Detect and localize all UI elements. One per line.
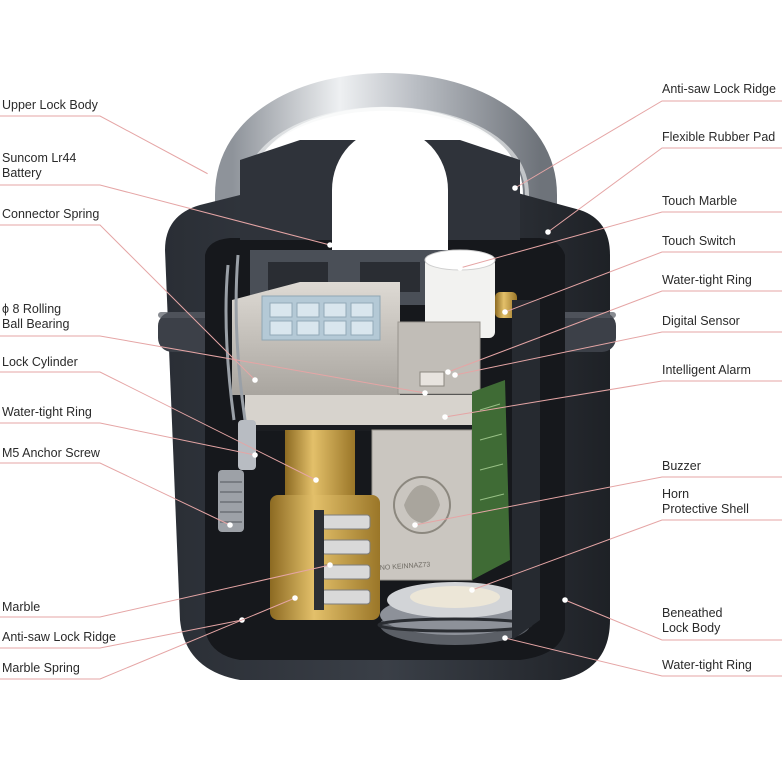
- leader-battery-dot: [327, 242, 333, 248]
- label-anchor-screw: M5 Anchor Screw: [2, 446, 100, 460]
- leader-marble-dot: [327, 562, 333, 568]
- leader-intelligent-alarm: [444, 380, 782, 418]
- leader-marble-spring: [0, 597, 296, 680]
- label-beneathed-lock-body: Beneathed Lock Body: [662, 606, 723, 635]
- label-connector-spring: Connector Spring: [2, 207, 100, 221]
- leader-marble: [0, 564, 331, 618]
- leader-touch-switch-dot: [502, 309, 508, 315]
- shackle: [215, 73, 557, 287]
- label-water-tight-ring-right-top: Water-tight Ring: [662, 273, 752, 287]
- leader-lines: [0, 100, 782, 680]
- label-lock-cylinder: Lock Cylinder: [2, 355, 78, 369]
- label-digital-sensor: Digital Sensor: [662, 314, 740, 328]
- label-touch-switch: Touch Switch: [662, 234, 736, 248]
- right-inner-wall: [512, 300, 540, 640]
- touch-switch-part: [425, 258, 495, 338]
- pcb-board: [472, 380, 510, 580]
- label-water-tight-ring-right-bottom: Water-tight Ring: [662, 658, 752, 672]
- label-touch-marble: Touch Marble: [662, 194, 738, 208]
- leader-water-tight-ring-left-dot: [252, 452, 258, 458]
- label-marble-spring: Marble Spring: [2, 661, 80, 675]
- leader-buzzer-dot: [412, 522, 418, 528]
- leader-horn-protective-shell: [471, 519, 782, 591]
- label-water-tight-ring-left: Water-tight Ring: [2, 405, 92, 419]
- leader-water-tight-ring-right-top: [447, 290, 782, 373]
- leader-beneathed-lock-body: [564, 599, 782, 641]
- label-anti-saw-lock-ridge-left: Anti-saw Lock Ridge: [2, 630, 116, 644]
- label-rolling-ball-bearing: ϕ 8 Rolling Ball Bearing: [2, 302, 70, 331]
- leader-water-tight-ring-right-bottom-dot: [502, 635, 508, 641]
- leader-buzzer: [414, 476, 782, 526]
- leader-water-tight-ring-right-bottom: [504, 637, 782, 677]
- brass-knob: [495, 292, 517, 318]
- leader-connector-spring-dot: [252, 377, 258, 383]
- leader-battery: [0, 184, 331, 246]
- module-base-plate: [245, 395, 495, 425]
- lion-emblem: [393, 476, 451, 534]
- leader-upper-lock-body: [0, 115, 211, 176]
- leader-anti-saw-lock-ridge-left: [0, 619, 243, 649]
- leader-marble-spring-dot: [292, 595, 298, 601]
- leader-digital-sensor: [454, 331, 782, 376]
- leader-touch-marble: [459, 211, 782, 269]
- leader-digital-sensor-dot: [452, 372, 458, 378]
- label-buzzer: Buzzer: [662, 459, 701, 473]
- leader-flexible-rubber-pad: [547, 147, 782, 233]
- leader-anti-saw-lock-ridge-right-dot: [512, 185, 518, 191]
- leader-anti-saw-lock-ridge-right: [514, 100, 782, 189]
- leader-connector-spring: [0, 224, 256, 381]
- batteries: [269, 302, 374, 336]
- label-upper-lock-body: Upper Lock Body: [2, 98, 98, 112]
- label-anti-saw-lock-ridge-right: Anti-saw Lock Ridge: [662, 82, 776, 96]
- anchor-screw-part: [218, 470, 244, 532]
- leader-rolling-ball-bearing-dot: [422, 390, 428, 396]
- marble-pins: [321, 514, 371, 605]
- label-marble: Marble: [2, 600, 41, 614]
- label-flexible-rubber-pad: Flexible Rubber Pad: [662, 130, 776, 144]
- leader-upper-lock-body-dot: [207, 172, 213, 178]
- leader-rolling-ball-bearing: [0, 335, 426, 394]
- label-horn-protective-shell: Horn Protective Shell: [662, 487, 749, 516]
- leader-water-tight-ring-left: [0, 422, 256, 456]
- leader-intelligent-alarm-dot: [442, 414, 448, 420]
- leader-touch-marble-dot: [457, 265, 463, 271]
- label-battery: Suncom Lr44 Battery: [2, 151, 77, 180]
- leader-touch-switch: [504, 251, 782, 313]
- leader-lock-cylinder-dot: [313, 477, 319, 483]
- leader-flexible-rubber-pad-dot: [545, 229, 551, 235]
- leader-horn-protective-shell-dot: [469, 587, 475, 593]
- leader-anchor-screw: [0, 462, 231, 526]
- leader-lock-cylinder: [0, 371, 317, 481]
- label-intelligent-alarm: Intelligent Alarm: [662, 363, 751, 377]
- leader-water-tight-ring-right-top-dot: [445, 369, 451, 375]
- engraving-text: NO KEINNAZ73: [380, 561, 431, 572]
- leader-anchor-screw-dot: [227, 522, 233, 528]
- leader-beneathed-lock-body-dot: [562, 597, 568, 603]
